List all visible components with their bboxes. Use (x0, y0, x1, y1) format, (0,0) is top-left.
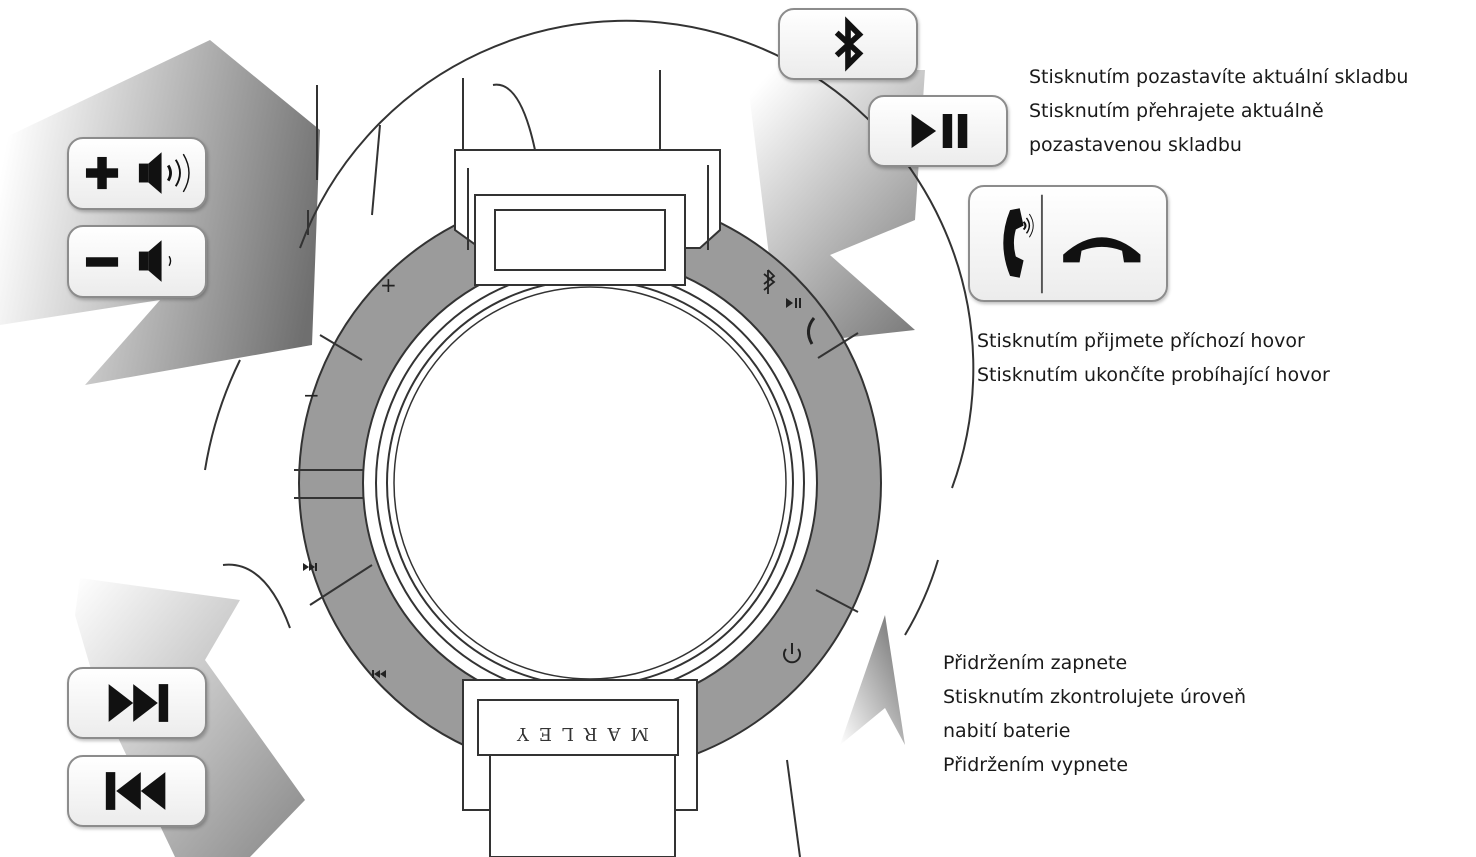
volume-down-button[interactable] (67, 225, 207, 298)
description-line: Stisknutím ukončíte probíhající hovor (977, 364, 1330, 386)
power-description: Přidržením zapnete Stisknutím zkontroluj… (943, 646, 1246, 782)
previous-track-button[interactable] (67, 755, 207, 827)
volume-down-icon (85, 240, 172, 282)
ring-phone-icon (807, 317, 816, 345)
phone-hangup-icon (1063, 237, 1141, 263)
ring-previous-track-icon (372, 670, 386, 678)
description-line: Stisknutím zkontrolujete úroveň (943, 686, 1246, 708)
play-pause-button[interactable] (868, 95, 1008, 167)
description-line: Stisknutím přijmete příchozí hovor (977, 330, 1305, 352)
description-line: Stisknutím pozastavíte aktuální skladbu (1029, 66, 1409, 88)
volume-pointer-arrow (0, 40, 320, 385)
brand-label: MARLEY (507, 723, 649, 744)
description-line: nabití baterie (943, 720, 1071, 742)
description-line: Přidržením vypnete (943, 754, 1129, 776)
volume-up-icon (85, 152, 190, 194)
ring-next-track-icon (303, 563, 317, 571)
next-track-icon (108, 684, 169, 722)
description-line: pozastavenou skladbu (1029, 134, 1242, 156)
description-line: Přidržením zapnete (943, 652, 1128, 674)
ring-minus-mark: − (303, 383, 320, 407)
play-pause-icon (911, 114, 968, 148)
call-description: Stisknutím přijmete příchozí hovor Stisk… (977, 324, 1330, 392)
ring-bluetooth-icon (763, 269, 776, 294)
call-button[interactable] (968, 185, 1168, 302)
ring-plus-mark: + (380, 273, 397, 297)
bluetooth-button[interactable] (778, 8, 918, 80)
volume-up-button[interactable] (67, 137, 207, 210)
play-pause-description: Stisknutím pozastavíte aktuální skladbu … (1029, 60, 1408, 162)
power-pointer-arrow (840, 615, 905, 745)
next-track-button[interactable] (67, 667, 207, 739)
description-line: Stisknutím přehrajete aktuálně (1029, 100, 1324, 122)
bluetooth-icon (834, 16, 864, 72)
ring-power-icon (783, 643, 801, 664)
phone-answer-icon (1003, 208, 1034, 278)
ring-play-pause-icon (786, 298, 801, 308)
previous-track-icon (105, 772, 166, 810)
